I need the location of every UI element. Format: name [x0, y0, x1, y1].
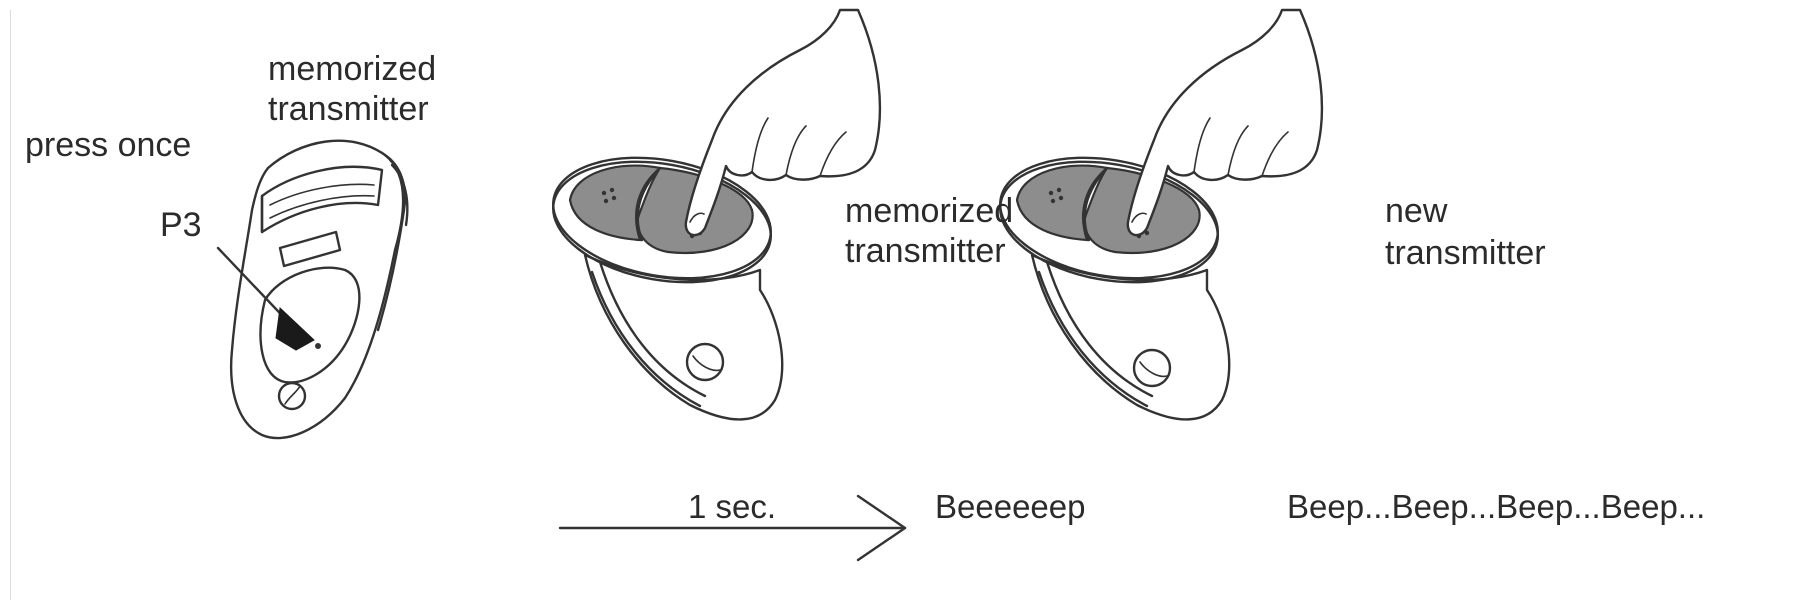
- step1-label-line1: memorized: [268, 50, 436, 88]
- step2-label-line1: memorized: [845, 192, 1013, 230]
- pressing-hand-icon: [1128, 10, 1322, 235]
- step3-sound-label: Beep...Beep...Beep...Beep...: [1287, 488, 1705, 525]
- duration-label: 1 sec.: [688, 488, 776, 525]
- step2-sound-label: Beeeeeep: [935, 488, 1085, 525]
- step3-label-line1: new: [1385, 192, 1447, 230]
- button-p3-label: P3: [160, 206, 202, 244]
- step1-label-line2: transmitter: [268, 90, 429, 128]
- step1-action-label: press once: [25, 126, 191, 164]
- remote-transmitter-open-icon: [991, 142, 1230, 420]
- step3-label-line2: transmitter: [1385, 234, 1546, 272]
- step2-label-line2: transmitter: [845, 232, 1006, 270]
- remote-transmitter-open-icon: [544, 142, 783, 420]
- remote-transmitter-closed-icon: [218, 141, 407, 438]
